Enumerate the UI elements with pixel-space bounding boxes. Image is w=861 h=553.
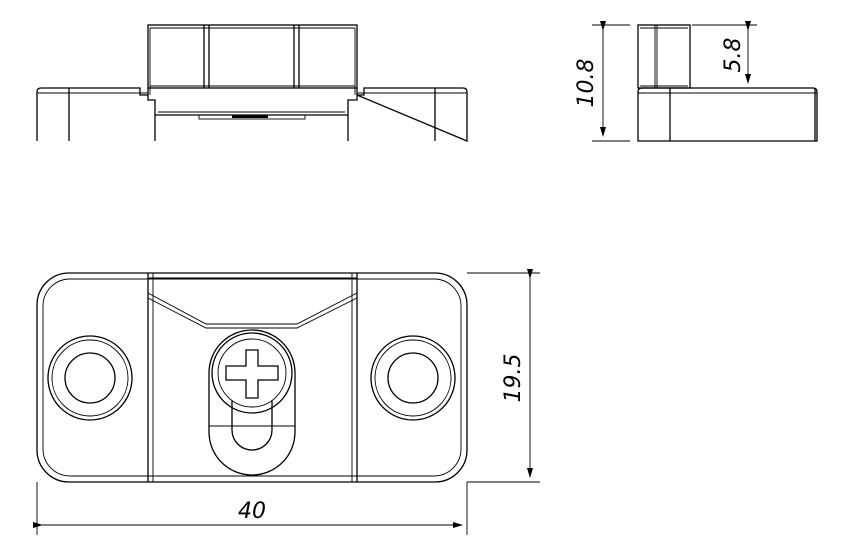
side-view xyxy=(637,24,818,142)
dimension-total-height: 10.8 xyxy=(574,21,630,142)
cap-height-label: 5.8 xyxy=(721,38,746,73)
dimension-cap-height: 5.8 xyxy=(692,21,757,84)
total-height-label: 10.8 xyxy=(574,59,599,108)
top-view xyxy=(36,272,468,483)
width-label: 40 xyxy=(238,499,266,524)
left-mounting-hole xyxy=(47,335,133,421)
dimension-width: 40 xyxy=(33,482,468,535)
front-view xyxy=(36,24,468,142)
dimension-height: 19.5 xyxy=(467,269,540,483)
height-label: 19.5 xyxy=(501,354,526,403)
right-mounting-hole xyxy=(370,335,456,421)
adjustment-screw xyxy=(208,329,296,476)
